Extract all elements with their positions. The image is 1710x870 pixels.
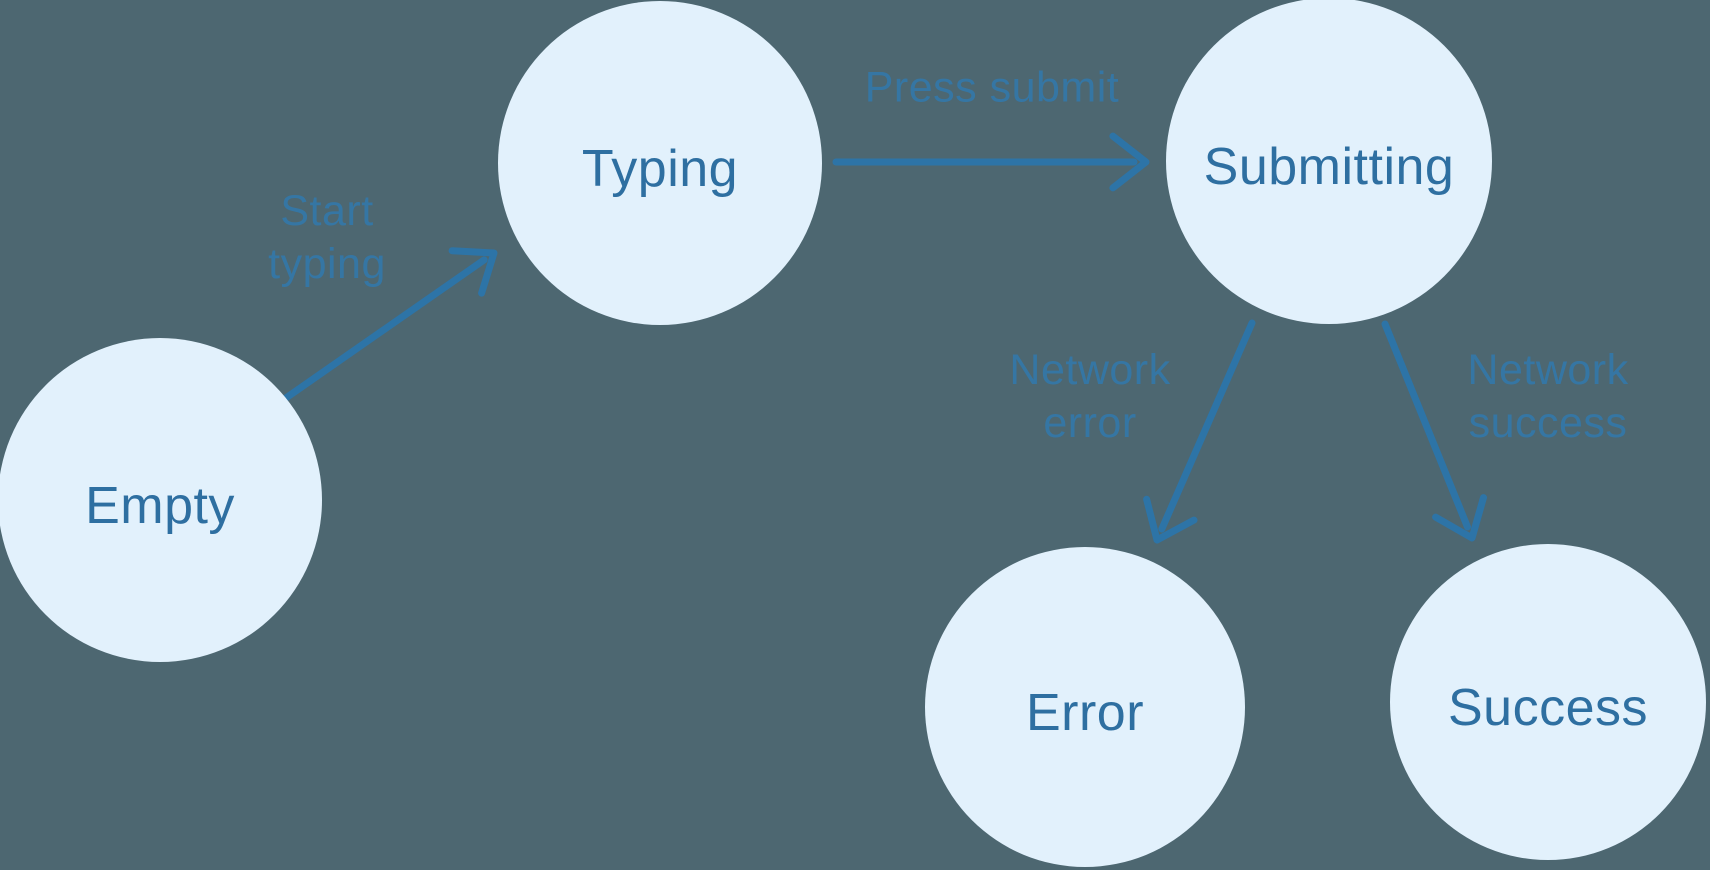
edge-label-network-error: Network error (1009, 346, 1171, 447)
edge-label-press-submit: Press submit (864, 63, 1120, 112)
arrowhead-icon (1432, 494, 1487, 542)
state-node-error: Error (925, 547, 1245, 867)
edge-arrow-network-error (1143, 319, 1256, 544)
state-node-success: Success (1390, 544, 1706, 860)
state-node-submitting: Submitting (1166, 0, 1492, 324)
edge-label-start-typing: Start typing (268, 187, 386, 288)
state-label-success: Success (1447, 679, 1649, 737)
edge-line-start-typing (279, 256, 488, 404)
arrowhead-icon (1109, 132, 1150, 192)
edge-arrow-press-submit (832, 132, 1150, 192)
edge-label-network-success: Network success (1467, 346, 1629, 447)
state-label-empty: Empty (85, 477, 235, 535)
state-label-typing: Typing (581, 140, 739, 198)
state-node-empty: Empty (0, 338, 322, 662)
edge-line-network-error (1158, 319, 1256, 533)
arrowhead-icon (1143, 495, 1198, 544)
edge-arrow-start-typing (279, 247, 498, 404)
edge-arrow-network-success (1381, 320, 1487, 542)
state-node-typing: Typing (498, 1, 822, 325)
arrowhead-icon (448, 247, 498, 297)
state-label-error: Error (1025, 684, 1145, 742)
state-label-submitting: Submitting (1203, 138, 1455, 196)
edge-line-network-success (1381, 320, 1471, 531)
